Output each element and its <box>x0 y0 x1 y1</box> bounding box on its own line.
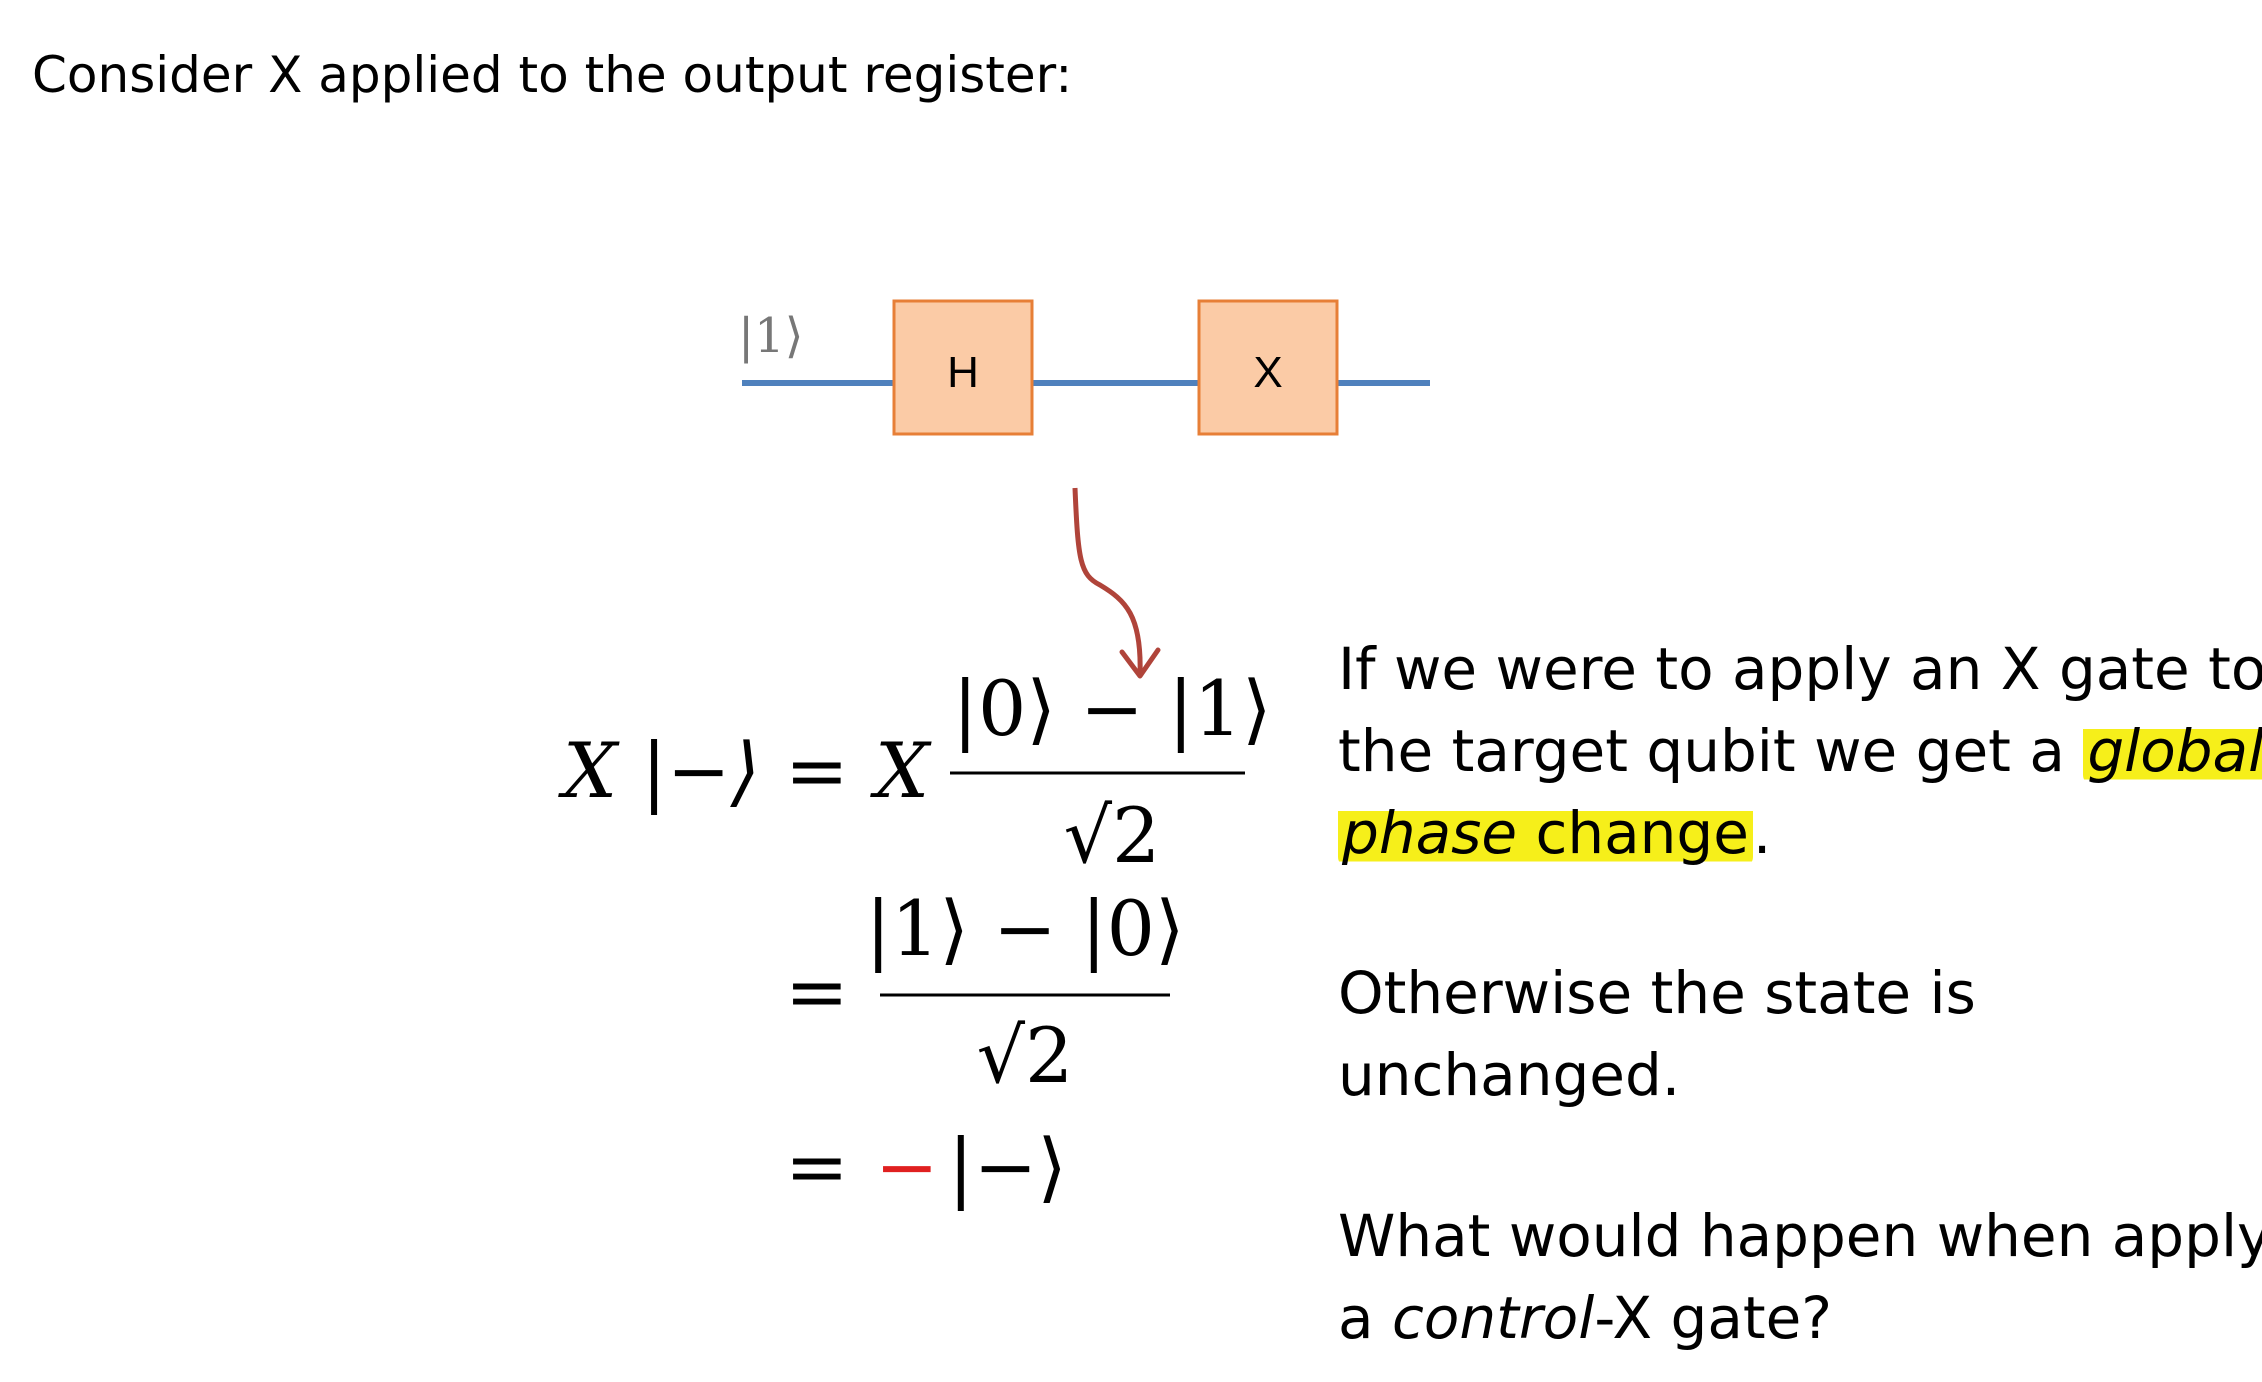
p1-line1: If we were to apply an X gate to <box>1338 635 2262 703</box>
explanation-paragraph-2: Otherwise the state is unchanged. <box>1338 952 1976 1116</box>
eq-equals-3: = <box>785 1122 849 1211</box>
eq-line1-denominator: √2 <box>1064 791 1161 880</box>
eq-line1-numerator: |0⟩ − |1⟩ <box>952 664 1271 753</box>
highlight-phase-change: phase change <box>1338 799 1753 867</box>
p3-line2-prefix: a <box>1338 1284 1392 1352</box>
eq-lhs: X |−⟩ <box>558 726 760 815</box>
eq-equals-2: = <box>785 947 849 1036</box>
phase-word: phase <box>1342 799 1518 867</box>
eq-minus-sign: − <box>875 1122 939 1211</box>
p1-line2-text: the target qubit we get a <box>1338 717 2084 785</box>
h-gate-label: H <box>947 348 979 397</box>
eq-operator: X <box>870 726 932 815</box>
highlight-global: global <box>2083 717 2262 785</box>
p1-line2: the target qubit we get a global <box>1338 710 2262 792</box>
p3-line1: What would happen when apply <box>1338 1202 2262 1270</box>
eq-line2-denominator: √2 <box>977 1011 1074 1100</box>
explanation-paragraph-1: If we were to apply an X gate to the tar… <box>1338 628 2262 874</box>
global-word: global <box>2087 717 2262 785</box>
input-state-label: |1⟩ <box>738 308 803 364</box>
eq-line3-state: |−⟩ <box>948 1122 1067 1211</box>
p3-line2-suffix: -X gate? <box>1594 1284 1833 1352</box>
p2-line1: Otherwise the state is <box>1338 959 1976 1027</box>
change-word: change <box>1517 799 1749 867</box>
eq-line2-numerator: |1⟩ − |0⟩ <box>865 884 1184 973</box>
p3-line2: a control-X gate? <box>1338 1277 2262 1359</box>
eq-equals-1: = <box>785 726 849 815</box>
explanation-paragraph-3: What would happen when apply a control-X… <box>1338 1195 2262 1359</box>
arrowhead-icon <box>1119 647 1161 679</box>
x-gate-label: X <box>1253 348 1282 397</box>
slide-title: Consider X applied to the output registe… <box>32 46 1073 104</box>
curved-arrow-icon <box>1072 487 1143 676</box>
p1-period: . <box>1752 799 1772 867</box>
x-gate[interactable]: X <box>1197 299 1339 436</box>
control-word: control <box>1391 1284 1595 1352</box>
p1-line3: phase change. <box>1338 792 2262 874</box>
p2-line2: unchanged. <box>1338 1041 1681 1109</box>
h-gate[interactable]: H <box>892 299 1034 436</box>
